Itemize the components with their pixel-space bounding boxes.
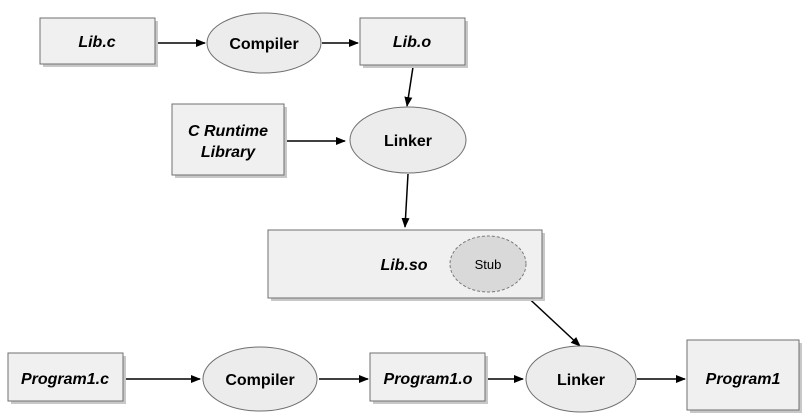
- compiler-label-2: Compiler: [225, 372, 294, 389]
- c-runtime-label-line2: Library: [201, 144, 256, 161]
- program1-c-label: Program1.c: [21, 371, 109, 388]
- c-runtime-label-line1: C Runtime: [188, 123, 268, 140]
- lib-o-label: Lib.o: [393, 34, 431, 51]
- program1-c-box: Program1.c: [7, 352, 126, 404]
- c-runtime-library-box: C Runtime Library: [171, 103, 287, 178]
- linker-label-2: Linker: [557, 372, 605, 389]
- program1-box: Program1: [686, 339, 802, 413]
- program1-o-box: Program1.o: [369, 352, 488, 404]
- compiler-label-1: Compiler: [229, 36, 298, 53]
- edge-linker-to-libso: [401, 173, 410, 228]
- lib-so-label: Lib.so: [380, 257, 427, 274]
- compiler-node-1: Compiler: [206, 12, 322, 74]
- program1-label: Program1: [706, 371, 781, 388]
- lib-c-label: Lib.c: [78, 34, 115, 51]
- linker-label-1: Linker: [384, 133, 432, 150]
- lib-c-box: Lib.c: [39, 17, 158, 67]
- edge-libo-to-linker: [404, 66, 414, 107]
- linker-node-2: Linker: [525, 345, 637, 413]
- program1-o-label: Program1.o: [384, 371, 473, 388]
- lib-o-box: Lib.o: [359, 17, 468, 68]
- stub-node: Stub: [449, 235, 527, 293]
- compiler-node-2: Compiler: [202, 346, 318, 412]
- linker-node-1: Linker: [349, 106, 467, 174]
- edges: [126, 39, 686, 383]
- stub-label: Stub: [475, 257, 502, 272]
